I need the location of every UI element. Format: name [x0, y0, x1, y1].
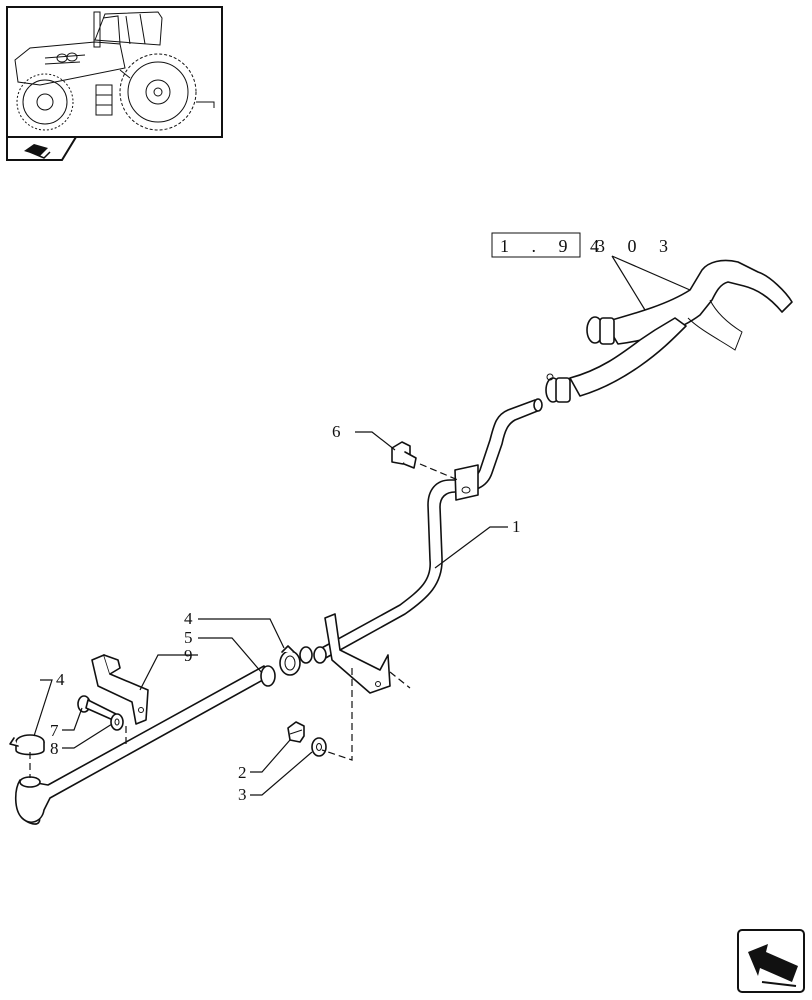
hose-part-5[interactable] [14, 665, 276, 825]
callout-5[interactable]: 5 [184, 628, 193, 647]
connecting-hoses [545, 259, 793, 403]
callout-2[interactable]: 2 [238, 763, 247, 782]
section-tab-icon [24, 144, 51, 159]
reference-boxed: 1 . 9 4 [500, 236, 608, 256]
callout-8[interactable]: 8 [50, 739, 59, 758]
callout-4-lower[interactable]: 4 [56, 670, 65, 689]
bolt-part-2[interactable] [287, 721, 305, 743]
section-reference[interactable]: 1 . 9 4 3 0 3 [491, 232, 677, 258]
callout-6[interactable]: 6 [332, 422, 341, 441]
callout-7[interactable]: 7 [50, 721, 59, 740]
hose-clamp-lower[interactable] [9, 734, 45, 756]
section-tab[interactable] [6, 136, 78, 161]
callout-1[interactable]: 1 [512, 517, 521, 536]
callout-3[interactable]: 3 [238, 785, 247, 804]
callout-9[interactable]: 9 [184, 646, 193, 665]
bracket-part-9[interactable] [91, 654, 149, 725]
tractor-icon [14, 11, 215, 131]
washer-part-3[interactable] [311, 737, 327, 757]
next-page-button[interactable] [737, 929, 805, 993]
tractor-thumbnail[interactable] [6, 6, 223, 138]
washer-part-8[interactable] [110, 713, 124, 731]
reference-rest: 3 0 3 [596, 236, 677, 256]
next-page-arrow-icon [748, 944, 798, 987]
callout-4-upper[interactable]: 4 [184, 609, 193, 628]
hose-clamp-upper[interactable] [279, 645, 313, 676]
bolt-part-7[interactable] [77, 695, 117, 721]
bolt-part-6[interactable] [391, 441, 417, 469]
pipe-part-1[interactable] [313, 398, 543, 694]
